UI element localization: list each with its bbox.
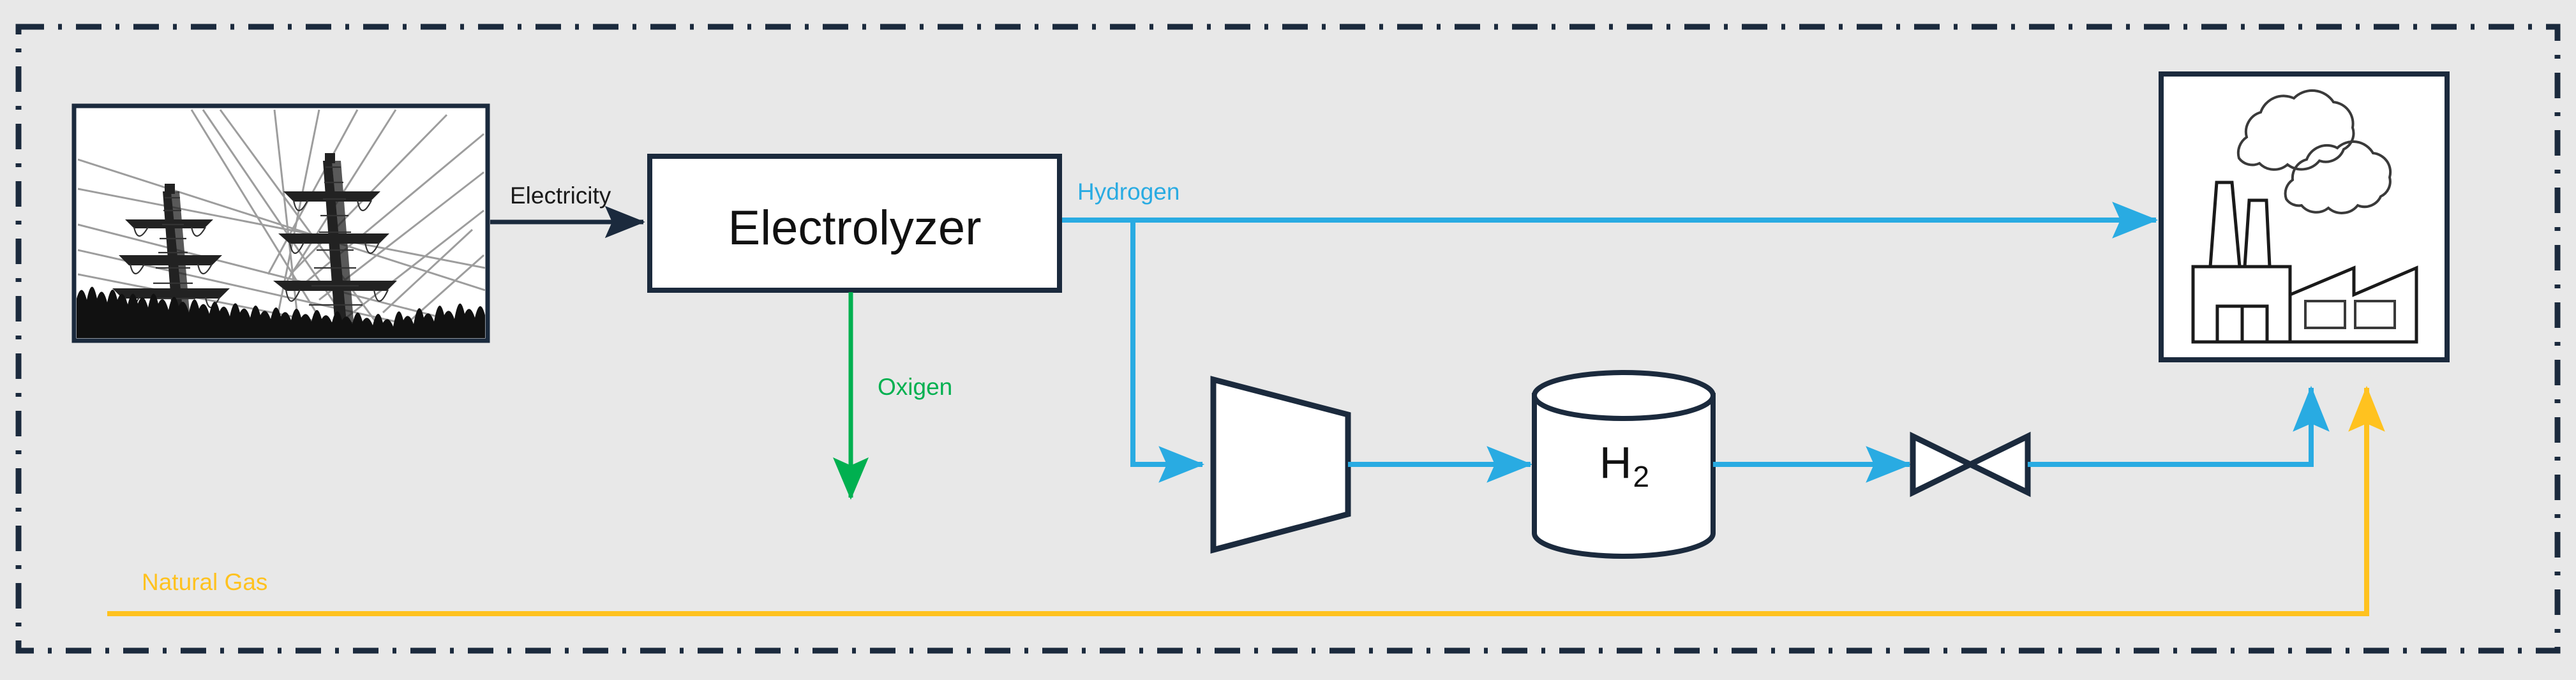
stream-label-electricity: Electricity bbox=[510, 182, 611, 209]
stream-label-hydrogen: Hydrogen bbox=[1077, 179, 1180, 205]
valve-symbol bbox=[1910, 431, 2031, 498]
power-grid-image bbox=[71, 103, 490, 343]
h2-storage-cylinder bbox=[1532, 370, 1716, 559]
h2-symbol: H bbox=[1599, 438, 1632, 487]
stream-label-oxigen: Oxigen bbox=[878, 374, 953, 400]
hydrogen-branch-to-compressor bbox=[1130, 220, 1205, 483]
electrolyzer-box bbox=[647, 154, 1062, 293]
factory-image bbox=[2159, 71, 2450, 362]
diagram-border bbox=[15, 24, 2561, 654]
stream-label-natural-gas: Natural Gas bbox=[142, 569, 268, 595]
compressor-symbol bbox=[1210, 376, 1351, 554]
hydrogen-line-to-factory bbox=[2028, 385, 2330, 467]
h2-subscript: 2 bbox=[1633, 460, 1650, 493]
h2-storage-label: H2 bbox=[1534, 438, 1713, 491]
natural-gas-line bbox=[107, 385, 2385, 616]
electrolyzer-label: Electrolyzer bbox=[728, 201, 982, 255]
